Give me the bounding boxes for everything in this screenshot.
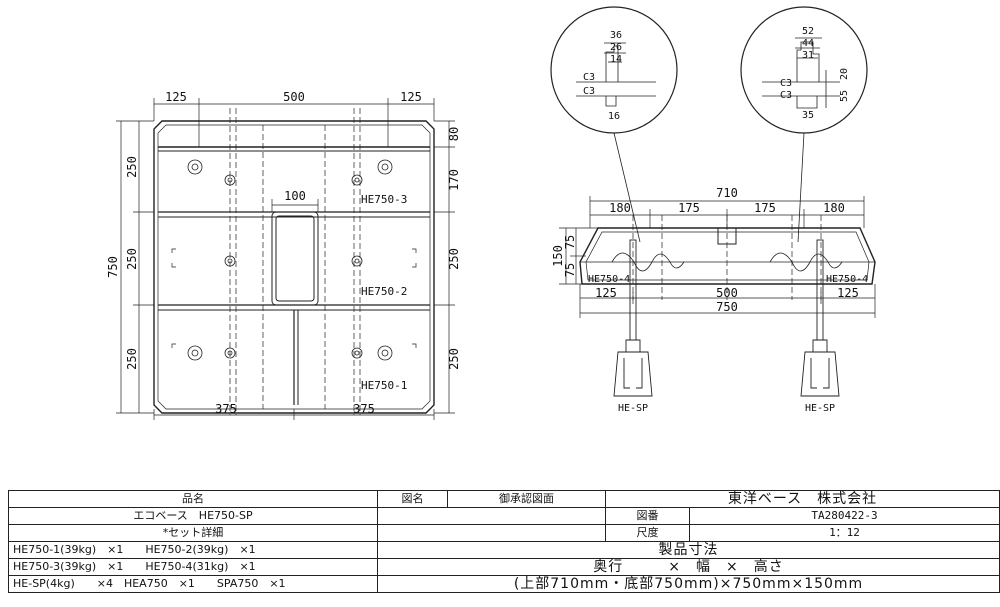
plan-center-dim: 100	[284, 189, 306, 203]
plan-right-dim-4: 250	[447, 348, 461, 370]
plan-top-dim-2: 500	[283, 90, 305, 104]
product-dims-line-2: (上部710mm・底部750mm)×750mm×150mm	[377, 575, 1000, 593]
foot-label-left: HE-SP	[618, 403, 648, 414]
scale-label: 尺度	[605, 524, 690, 542]
section-part-right: HE750-4	[826, 274, 868, 285]
detail-right-dim-1: 52	[802, 26, 814, 37]
plan-right-dim-1: 80	[447, 127, 461, 141]
foot-label-right: HE-SP	[805, 403, 835, 414]
section-part-left: HE750-4	[588, 274, 630, 285]
plan-left-dim-2: 250	[125, 248, 139, 270]
product-dims-header: 製品寸法	[377, 541, 1000, 559]
set-items-row-2: HE750-3(39kg) ×1 HE750-4(31kg) ×1	[8, 558, 378, 576]
technical-drawing: 125 500 125 750 250 250 250 80 170 250 2…	[106, 6, 876, 420]
plan-bottom-dim-1: 375	[215, 402, 237, 416]
plan-overall-height: 750	[106, 256, 120, 278]
detail-right-vertical-2: 20	[839, 68, 850, 80]
company-name: 東洋ベース 株式会社	[605, 490, 1000, 508]
section-bottom-dim-3: 125	[837, 286, 859, 300]
drawing-name-header: 図名	[377, 490, 448, 508]
detail-right-chamfer-1: C3	[780, 78, 792, 89]
blank-cell	[377, 507, 606, 525]
detail-right-dim-3: 31	[802, 50, 814, 61]
detail-circle-right	[740, 6, 868, 243]
product-dims-line-1: 奥行 × 幅 × 高さ	[377, 558, 1000, 576]
plan-bottom-dim-2: 375	[353, 402, 375, 416]
detail-right-bottom: 35	[802, 110, 814, 121]
scale-value: 1：12	[689, 524, 1000, 542]
part-label-he750-3: HE750-3	[361, 193, 407, 206]
section-top-dim-3: 175	[754, 201, 776, 215]
blank-cell	[377, 524, 606, 542]
section-overall-top: 710	[716, 186, 738, 200]
drawing-name: 御承認図面	[447, 490, 606, 508]
section-bottom-dim-2: 500	[716, 286, 738, 300]
product-name-header: 品名	[8, 490, 378, 508]
section-height-1: 75	[563, 235, 577, 249]
title-block: 品名 図名 御承認図面 東洋ベース 株式会社 エコベース HE750-SP 図番…	[8, 490, 1000, 593]
section-top-dim-1: 180	[609, 201, 631, 215]
hole-marks	[187, 159, 393, 361]
plan-left-dim-1: 250	[125, 156, 139, 178]
set-items-row-1: HE750-1(39kg) ×1 HE750-2(39kg) ×1	[8, 541, 378, 559]
detail-left-chamfer-2: C3	[583, 86, 595, 97]
plan-top-dim-3: 125	[400, 90, 422, 104]
section-overall-bottom: 750	[716, 300, 738, 314]
part-label-he750-1: HE750-1	[361, 379, 407, 392]
product-name: エコベース HE750-SP	[8, 507, 378, 525]
section-height-total: 150	[551, 245, 565, 267]
detail-left-dim-2: 26	[610, 42, 622, 53]
detail-right-dim-2: 44	[802, 38, 814, 49]
detail-left-dim-1: 36	[610, 30, 622, 41]
plan-right-dim-3: 250	[447, 248, 461, 270]
section-view	[559, 196, 876, 397]
plan-right-dim-2: 170	[447, 169, 461, 191]
detail-circle-left	[550, 6, 678, 243]
section-bottom-dim-1: 125	[595, 286, 617, 300]
plan-top-dim-1: 125	[165, 90, 187, 104]
plan-view	[116, 98, 455, 420]
set-items-row-3: HE-SP(4kg) ×4 HEA750 ×1 SPA750 ×1	[8, 575, 378, 593]
section-top-dim-2: 175	[678, 201, 700, 215]
detail-right-vertical-1: 55	[839, 90, 850, 102]
set-detail-header: *セット詳細	[8, 524, 378, 542]
section-top-dim-4: 180	[823, 201, 845, 215]
detail-left-bottom: 16	[608, 111, 620, 122]
drawing-no-label: 図番	[605, 507, 690, 525]
detail-left-dim-3: 14	[610, 54, 622, 65]
plan-left-dim-3: 250	[125, 348, 139, 370]
detail-left-chamfer-1: C3	[583, 72, 595, 83]
section-height-2: 75	[563, 263, 577, 277]
part-label-he750-2: HE750-2	[361, 285, 407, 298]
detail-right-chamfer-2: C3	[780, 90, 792, 101]
drawing-number: TA280422-3	[689, 507, 1000, 525]
